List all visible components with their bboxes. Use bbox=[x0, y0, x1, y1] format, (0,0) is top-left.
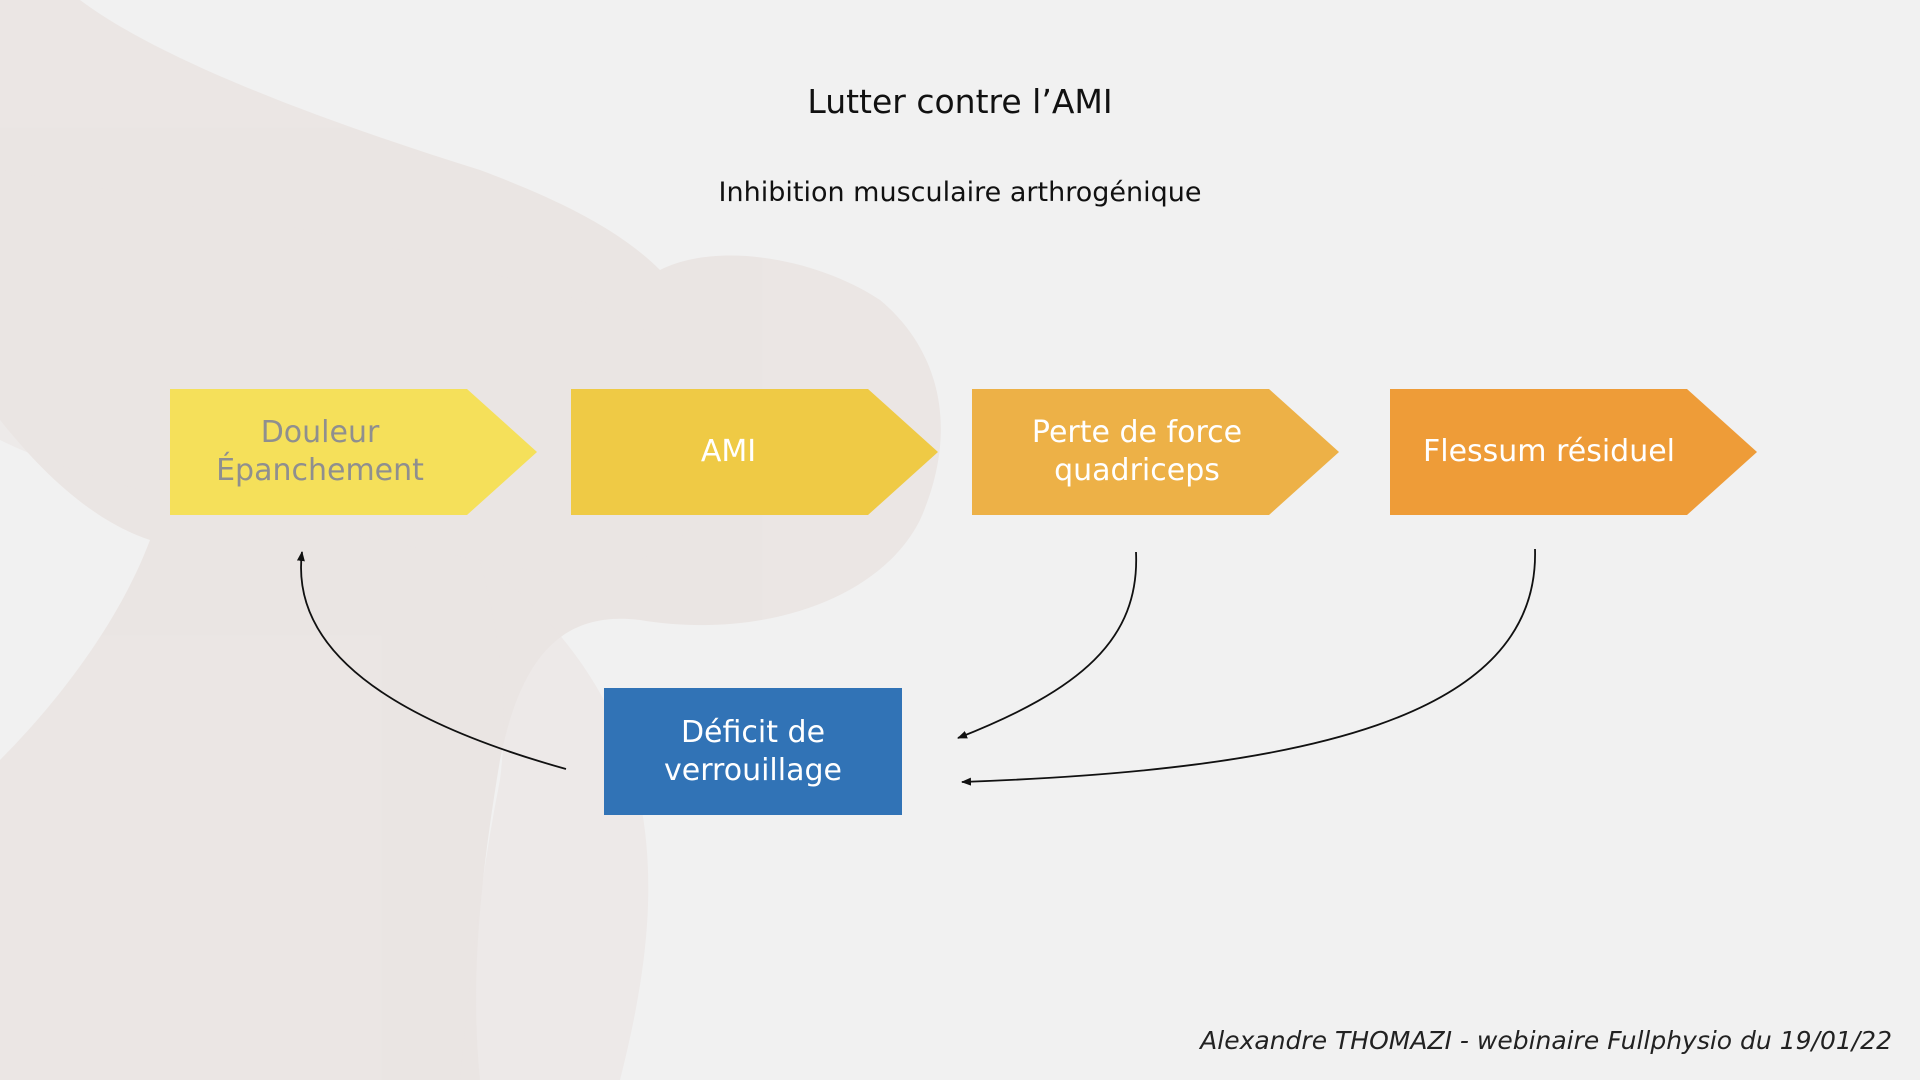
flow-step-label: Perte de force quadriceps bbox=[1031, 415, 1243, 488]
chevron-shape bbox=[571, 389, 938, 515]
flow-step-label: Flessum résiduel bbox=[1422, 434, 1676, 469]
flow-step-label: AMI bbox=[700, 434, 757, 469]
slide-title: Lutter contre l’AMI bbox=[807, 82, 1113, 121]
flow-step-flessum: Flessum résiduel bbox=[1390, 389, 1757, 515]
arrow-perte-to-deficit bbox=[957, 551, 1137, 739]
chevron-shape bbox=[170, 389, 537, 515]
flow-step-label: Douleur Épanchement bbox=[216, 415, 424, 488]
arrow-flessum-to-deficit bbox=[961, 548, 1536, 786]
chevron-shape bbox=[1390, 389, 1757, 515]
deficit-verrouillage-box: Déficit de verrouillage bbox=[604, 688, 902, 815]
deficit-verrouillage-label: Déficit de verrouillage bbox=[664, 714, 842, 788]
flow-step-ami: AMI bbox=[571, 389, 938, 515]
flow-step-perte-de-force: Perte de force quadriceps bbox=[972, 389, 1339, 515]
footer-credit: Alexandre THOMAZI - webinaire Fullphysio… bbox=[1200, 1026, 1892, 1055]
arrow-deficit-to-douleur bbox=[296, 551, 567, 770]
chevron-shape bbox=[972, 389, 1339, 515]
flow-step-douleur: Douleur Épanchement bbox=[170, 389, 537, 515]
slide-subtitle: Inhibition musculaire arthrogénique bbox=[718, 177, 1202, 208]
